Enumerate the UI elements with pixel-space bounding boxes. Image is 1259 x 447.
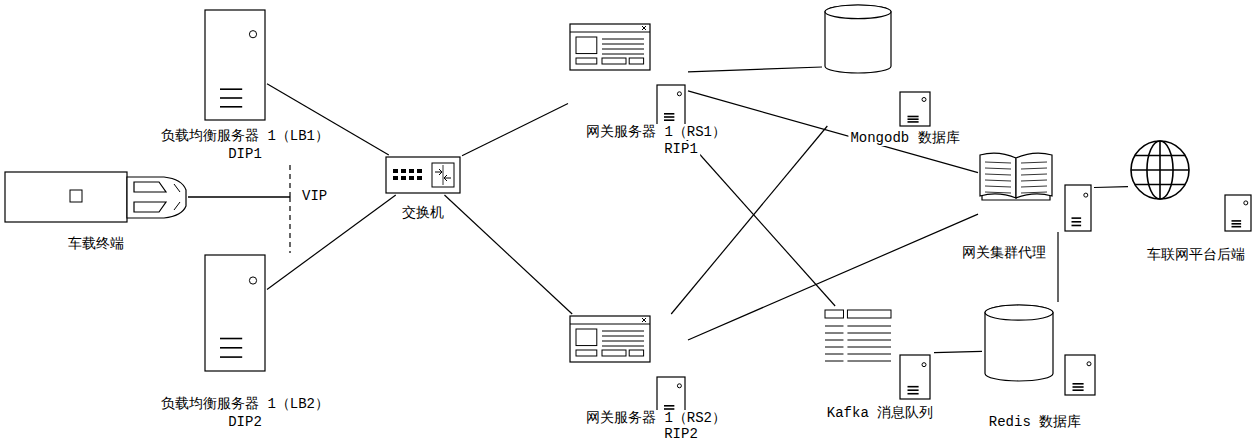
node-label: 网关集群代理: [960, 245, 1048, 261]
node-label: 负载均衡服务器 1（LB1）: [159, 128, 331, 144]
rs-icon: [568, 314, 688, 418]
connector: [188, 197, 290, 253]
connector-line: [688, 67, 822, 72]
connector-line: [1094, 186, 1128, 188]
connector: [688, 214, 978, 340]
node-label: 负载均衡服务器 1（LB2）: [159, 396, 331, 412]
tower-icon: [203, 8, 267, 122]
connector: [688, 67, 822, 72]
connector-line: [688, 91, 978, 173]
platform-backend: 车联网平台后端: [1128, 138, 1252, 232]
rs-icon: [568, 22, 688, 126]
node-label: RIP2: [662, 426, 700, 442]
connector-line: [267, 84, 389, 155]
connector-line: [1057, 232, 1058, 302]
connector-line: [289, 162, 290, 197]
free-label: VIP: [300, 188, 329, 204]
backend-icon: [1128, 138, 1252, 232]
database: Mongodb 数据库: [822, 4, 934, 126]
connector-line: [688, 214, 978, 340]
node-label: DIP2: [226, 414, 264, 430]
node-label: 网关服务器 1（RS2）: [584, 410, 728, 426]
connector: [444, 195, 572, 314]
node-label: DIP1: [226, 146, 264, 162]
redis-icon: [982, 302, 1098, 398]
node-label: 网关服务器 1（RS1）: [584, 124, 728, 140]
gateway-server: 网关服务器 1（RS1）RIP1: [568, 22, 688, 126]
node-label: 车联网平台后端: [1145, 247, 1247, 263]
gateway-server: 网关服务器 1（RS2）RIP2: [568, 314, 688, 418]
connector: [188, 162, 290, 197]
connector: [688, 91, 978, 173]
message-queue: Kafka 消息队列: [822, 306, 934, 402]
connector: [267, 195, 396, 290]
connector-line: [462, 104, 568, 156]
connector: [1058, 232, 1059, 302]
vehicle-terminal: 车载终端: [4, 170, 188, 224]
proxy-icon: [978, 146, 1094, 232]
vehicle-icon: [4, 170, 188, 224]
mongo-icon: [822, 4, 934, 126]
node-label: Redis 数据库: [987, 414, 1083, 430]
sw-icon: [384, 155, 462, 195]
connector-line: [444, 195, 572, 314]
connector: [1094, 186, 1128, 188]
load-balancer: 负载均衡服务器 1（LB1）DIP1: [203, 8, 267, 122]
connector: [267, 84, 389, 155]
tower-icon: [203, 253, 267, 373]
connector-line: [267, 195, 396, 290]
connector-line: [289, 197, 290, 253]
database: Redis 数据库: [982, 302, 1098, 398]
node-label: Mongodb 数据库: [848, 130, 961, 146]
connector: [462, 104, 568, 156]
load-balancer: 负载均衡服务器 1（LB2）DIP2: [203, 253, 267, 373]
node-label: RIP1: [662, 141, 700, 157]
connector-line: [188, 196, 290, 197]
cluster-proxy: 网关集群代理: [978, 146, 1094, 232]
node-label: 交换机: [400, 205, 446, 221]
connector-line: [934, 351, 982, 352]
connector-line: [188, 196, 290, 197]
network-switch: 交换机: [384, 155, 462, 195]
node-label: Kafka 消息队列: [825, 405, 935, 421]
kafka-icon: [822, 306, 934, 402]
connector: [934, 351, 982, 352]
node-label: 车载终端: [66, 236, 126, 252]
